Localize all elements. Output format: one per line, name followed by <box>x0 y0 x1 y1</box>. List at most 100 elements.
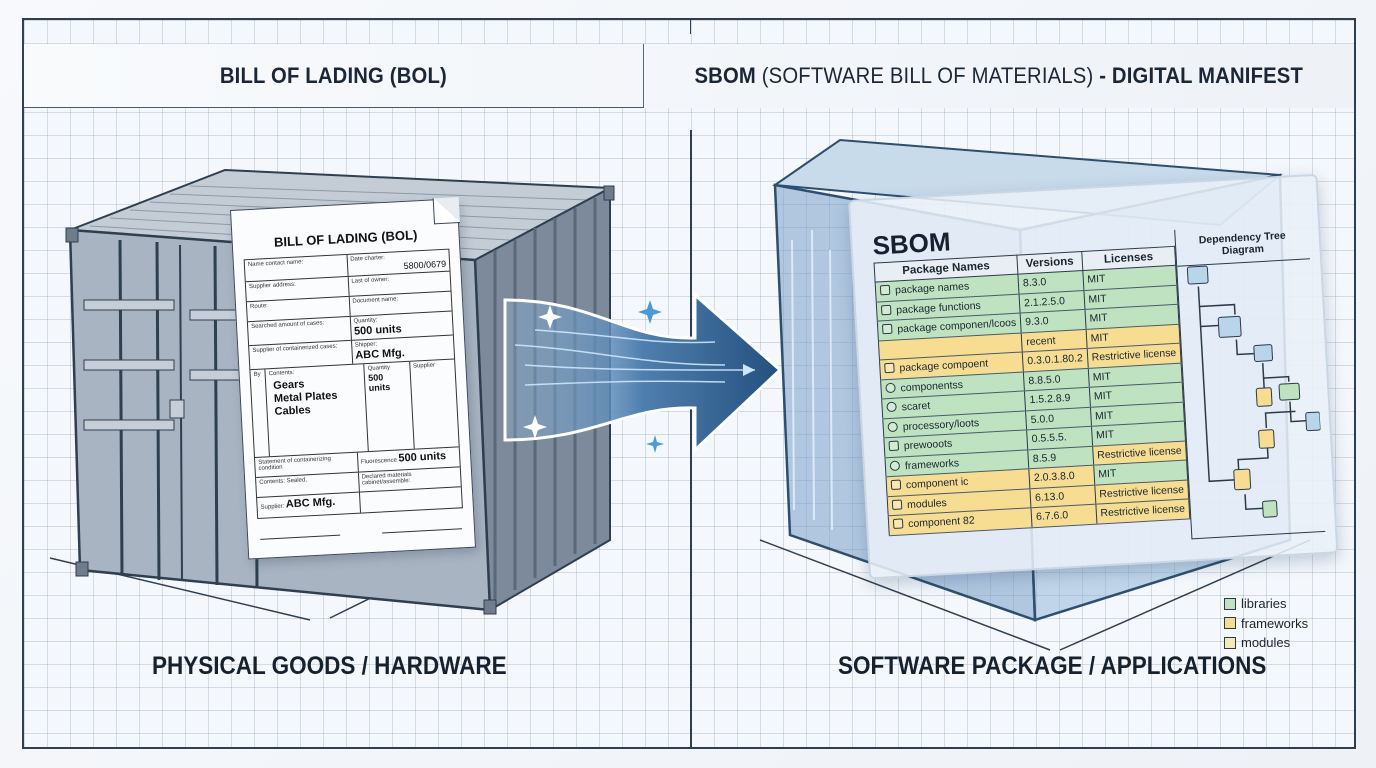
package-icon <box>882 323 893 335</box>
field-label: Document name: <box>352 296 399 305</box>
legend-item: frameworks <box>1224 614 1308 634</box>
field-label: Contents: <box>259 478 286 486</box>
corner-casting <box>483 599 497 615</box>
version-cell: 6.7.6.0 <box>1031 504 1097 528</box>
field-label: Supplier <box>412 362 436 370</box>
package-icon <box>892 518 904 530</box>
software-package-label: SOFTWARE PACKAGE / APPLICATIONS <box>838 652 1267 680</box>
legend-label: libraries <box>1241 596 1287 612</box>
sparkles <box>523 305 562 439</box>
dependency-tree-diagram <box>1186 265 1321 518</box>
package-name: scaret <box>901 399 931 414</box>
corner-casting <box>75 561 89 577</box>
sparkle-icon <box>638 300 662 324</box>
module-icon <box>891 499 903 510</box>
bol-form-grid: Name contact name: Date charter:5800/067… <box>243 248 463 519</box>
code-streaks <box>791 229 833 531</box>
package-icon <box>888 440 900 452</box>
legend-item: libraries <box>1224 594 1308 614</box>
package-name: package names <box>894 280 970 297</box>
field-label: Supplier address: <box>248 281 296 291</box>
field-label: Quantity <box>367 364 391 373</box>
field-label: Last of owner: <box>351 276 390 285</box>
field-label: By <box>253 371 261 378</box>
gear-icon <box>886 401 897 413</box>
field-label: Name contact name: <box>247 259 304 269</box>
legend: libraries frameworks modules <box>1224 594 1308 653</box>
folder-icon <box>1217 315 1242 338</box>
legend-swatch <box>1224 636 1236 649</box>
field-label: Statement of containerizing condition <box>258 456 332 472</box>
package-name: package functions <box>895 299 982 317</box>
folder-icon <box>1258 429 1275 449</box>
gear-icon <box>889 460 901 471</box>
sbom-heading-bold: SBOM <box>694 63 757 88</box>
physical-goods-label: PHYSICAL GOODS / HARDWARE <box>152 652 507 680</box>
field-label: Fluorescence <box>360 457 398 466</box>
field-label: Shipper: <box>354 341 378 349</box>
supplier-value: ABC Mfg. <box>285 495 336 511</box>
sbom-title: SBOM <box>871 226 952 261</box>
sbom-heading: SBOM (SOFTWARE BILL OF MATERIALS) - DIGI… <box>695 63 1304 89</box>
folder-icon <box>1305 411 1321 432</box>
field-label: Route: <box>249 303 268 311</box>
bill-of-lading-document: BILL OF LADING (BOL) Name contact name: … <box>230 197 477 560</box>
total-value: 500 units <box>398 450 447 465</box>
data-streams <box>514 329 756 386</box>
ground-line <box>759 539 1051 651</box>
corner-casting <box>603 185 615 201</box>
bol-cell: Supplier <box>408 359 459 449</box>
contents-value: Sealed, <box>286 477 308 485</box>
folder-icon <box>1186 265 1209 285</box>
sbom-heading-bold-2: - DIGITAL MANIFEST <box>1099 63 1304 88</box>
package-name: prewooots <box>903 437 953 453</box>
bol-cell: Contents: Gears Metal Plates Cables <box>264 364 368 457</box>
folder-icon <box>1255 387 1273 407</box>
legend-label: frameworks <box>1241 615 1309 631</box>
package-icon <box>879 285 891 296</box>
qty-col-value: 500 units <box>367 372 391 393</box>
field-label: Searched amount of cases: <box>250 320 325 331</box>
package-name: frameworks <box>904 456 960 472</box>
bol-cell: Supplier: ABC Mfg. <box>257 493 359 518</box>
field-label: Supplier: <box>260 503 285 511</box>
top-tick <box>690 20 691 34</box>
package-name: modules <box>906 496 948 511</box>
door-latch <box>169 399 185 419</box>
folder-icon <box>1253 344 1274 362</box>
legend-swatch <box>1224 617 1236 630</box>
bol-cell <box>358 487 462 513</box>
sbom-heading-thin: (SOFTWARE BILL OF MATERIALS) <box>756 63 1100 88</box>
bol-document-title: BILL OF LADING (BOL) <box>273 227 418 250</box>
legend-label: modules <box>1241 635 1291 651</box>
sbom-table: Package Names Versions Licenses package … <box>873 245 1191 536</box>
transform-arrow <box>503 291 783 454</box>
tree-connectors <box>1197 286 1309 511</box>
package-name: component 82 <box>907 514 975 531</box>
ground-line <box>1059 539 1311 651</box>
sparkle-icon <box>646 435 664 453</box>
legend-swatch <box>1224 597 1236 610</box>
goods-list: Gears Metal Plates Cables <box>269 372 363 422</box>
door-panels <box>83 299 261 431</box>
legend-item: modules <box>1224 633 1308 653</box>
package-icon <box>880 304 892 316</box>
field-label: Supplier of containerized cases: <box>252 343 338 355</box>
folder-icon <box>1262 500 1278 518</box>
package-name: component ic <box>905 475 969 492</box>
gear-icon <box>887 421 898 432</box>
field-label: Declared materials cabinet/assemble: <box>361 471 412 487</box>
dependency-tree: Dependency Tree Diagram <box>1174 222 1326 540</box>
package-name: processory/loots <box>902 416 980 434</box>
page-fold <box>432 197 460 225</box>
signature-lines <box>260 528 463 540</box>
stream-arrowhead <box>743 364 755 376</box>
bol-heading: BILL OF LADING (BOL) <box>219 62 448 88</box>
signature-line <box>382 528 463 534</box>
package-icon <box>890 479 902 491</box>
folder-icon <box>1278 382 1301 401</box>
package-name: componentss <box>900 378 964 395</box>
center-divider <box>690 130 692 747</box>
